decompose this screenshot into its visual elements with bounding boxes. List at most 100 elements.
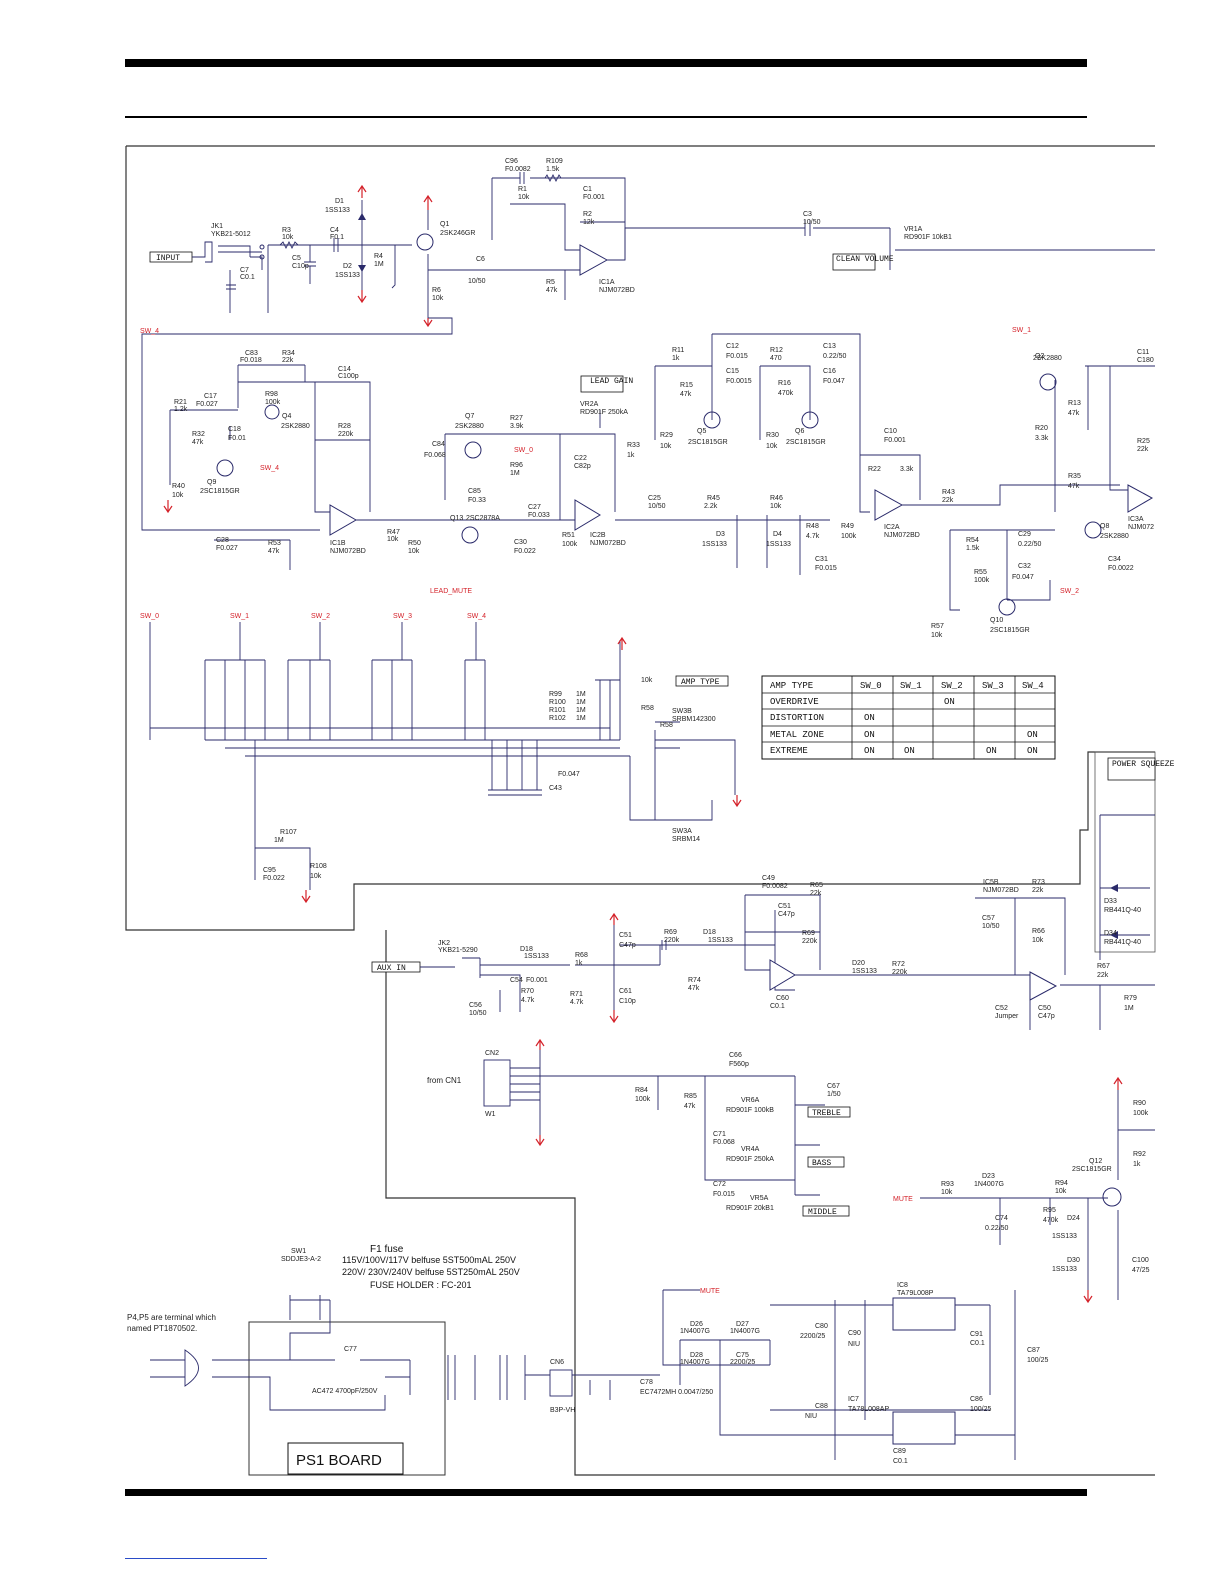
ic8-regulator — [892, 1411, 956, 1445]
svg-text:47k: 47k — [1068, 410, 1080, 417]
svg-text:1N4007G: 1N4007G — [680, 1328, 710, 1335]
svg-text:100k: 100k — [974, 577, 990, 584]
svg-text:22k: 22k — [942, 497, 954, 504]
fuse-line-2: 220V/ 230V/240V belfuse 5ST250mAL 250V — [342, 1267, 520, 1277]
svg-text:3.3k: 3.3k — [1035, 435, 1049, 442]
svg-text:RD901F 250kA: RD901F 250kA — [726, 1156, 774, 1163]
footer-link-underline[interactable] — [125, 1558, 267, 1559]
svg-text:22k: 22k — [282, 357, 294, 364]
svg-text:R94: R94 — [1055, 1180, 1068, 1187]
svg-text:C77: C77 — [344, 1346, 357, 1353]
svg-text:1M: 1M — [510, 470, 520, 477]
ic1a-opamp — [579, 244, 609, 276]
svg-text:C84: C84 — [432, 441, 445, 448]
svg-text:C14: C14 — [338, 366, 351, 373]
svg-text:1k: 1k — [575, 960, 583, 967]
svg-text:C18: C18 — [228, 426, 241, 433]
svg-text:R33: R33 — [627, 442, 640, 449]
svg-text:D28: D28 — [690, 1352, 703, 1359]
power-squeeze-area: POWER SQUEEZE D33 RB441Q-40 D34 RB441Q-4… — [1094, 751, 1175, 960]
svg-text:47k: 47k — [192, 439, 204, 446]
bottom-thick-rule — [125, 1489, 1087, 1496]
svg-text:R45: R45 — [707, 495, 720, 502]
table-cell: METAL ZONE — [770, 730, 824, 740]
svg-text:10k: 10k — [941, 1189, 953, 1196]
svg-text:1N4007G: 1N4007G — [730, 1328, 760, 1335]
svg-text:R108: R108 — [310, 863, 327, 870]
svg-text:D24: D24 — [1067, 1215, 1080, 1222]
svg-text:SW_1: SW_1 — [1012, 327, 1031, 334]
svg-text:10k: 10k — [931, 632, 943, 639]
table-header-sw1: SW_1 — [900, 681, 922, 691]
svg-text:10/50: 10/50 — [468, 278, 486, 285]
svg-text:F0.027: F0.027 — [216, 545, 238, 552]
svg-text:2.2k: 2.2k — [704, 503, 718, 510]
svg-text:47k: 47k — [546, 287, 558, 294]
svg-text:C0.1: C0.1 — [970, 1340, 985, 1347]
svg-text:NJM072BD: NJM072BD — [330, 548, 366, 555]
svg-text:D33: D33 — [1104, 898, 1117, 905]
svg-text:10k: 10k — [1032, 937, 1044, 944]
svg-text:1M: 1M — [576, 707, 586, 714]
svg-text:R53: R53 — [268, 540, 281, 547]
svg-text:C87: C87 — [1027, 1347, 1040, 1354]
svg-text:R43: R43 — [942, 489, 955, 496]
svg-text:F0.047: F0.047 — [558, 771, 580, 778]
table-cell: ON — [864, 746, 875, 756]
svg-text:C10p: C10p — [292, 263, 309, 270]
svg-text:R30: R30 — [766, 432, 779, 439]
svg-text:R27: R27 — [510, 415, 523, 422]
svg-text:D34: D34 — [1104, 930, 1117, 937]
fuse-line-1: 115V/100V/117V belfuse 5ST500mAL 250V — [342, 1255, 516, 1265]
svg-text:1M: 1M — [576, 715, 586, 722]
svg-text:C13: C13 — [823, 343, 836, 350]
svg-text:D18: D18 — [703, 929, 716, 936]
terminal-note-2: named PT1870502. — [127, 1324, 197, 1333]
svg-text:100k: 100k — [1133, 1110, 1149, 1117]
svg-text:22k: 22k — [1137, 446, 1149, 453]
tone-stack: from CN1 CN2 W1 C66 F560p R84 100k R85 4… — [427, 1038, 851, 1217]
svg-text:R58: R58 — [641, 705, 654, 712]
svg-text:NJM072BD: NJM072BD — [599, 287, 635, 294]
svg-text:C86: C86 — [970, 1396, 983, 1403]
svg-text:YKB21-5290: YKB21-5290 — [438, 947, 478, 954]
svg-text:2SK2880: 2SK2880 — [281, 423, 310, 430]
svg-text:2200/25: 2200/25 — [730, 1359, 755, 1366]
svg-text:Q10: Q10 — [990, 617, 1003, 624]
svg-text:Q12: Q12 — [1089, 1158, 1102, 1165]
svg-text:IC1B: IC1B — [330, 540, 346, 547]
svg-text:R93: R93 — [941, 1181, 954, 1188]
svg-text:F0.015: F0.015 — [815, 565, 837, 572]
svg-text:F560p: F560p — [729, 1061, 749, 1068]
svg-text:VR5A: VR5A — [750, 1195, 769, 1202]
svg-text:F0.001: F0.001 — [526, 977, 548, 984]
lead-tone-network: R11 1k C12 F0.015 C15 F0.0015 R15 47k Q5… — [260, 327, 1155, 639]
svg-text:F0.015: F0.015 — [726, 353, 748, 360]
svg-text:RD901F 250kA: RD901F 250kA — [580, 409, 628, 416]
ic5b-opamp — [769, 959, 796, 991]
svg-text:1SS133: 1SS133 — [702, 541, 727, 548]
svg-text:MUTE: MUTE — [893, 1196, 913, 1203]
svg-text:C0.1: C0.1 — [893, 1458, 908, 1465]
svg-text:220k: 220k — [892, 969, 908, 976]
svg-text:R35: R35 — [1068, 473, 1081, 480]
svg-text:RD901F 20kB1: RD901F 20kB1 — [726, 1205, 774, 1212]
svg-text:R95: R95 — [1043, 1207, 1056, 1214]
svg-text:1M: 1M — [274, 837, 284, 844]
svg-text:C85: C85 — [468, 488, 481, 495]
svg-text:1.5k: 1.5k — [966, 545, 980, 552]
ic5a-opamp — [1029, 971, 1058, 1001]
svg-text:VR4A: VR4A — [741, 1146, 760, 1153]
svg-text:10/50: 10/50 — [648, 503, 666, 510]
svg-text:100k: 100k — [635, 1096, 651, 1103]
svg-text:1/50: 1/50 — [827, 1091, 841, 1098]
ps1-board-outline — [248, 1321, 446, 1476]
svg-text:NIU: NIU — [805, 1413, 817, 1420]
svg-text:10k: 10k — [518, 194, 530, 201]
svg-text:C82p: C82p — [574, 463, 591, 470]
svg-text:10k: 10k — [660, 443, 672, 450]
svg-text:C12: C12 — [726, 343, 739, 350]
svg-text:0.22/50: 0.22/50 — [823, 353, 846, 360]
svg-text:1.2k: 1.2k — [174, 406, 188, 413]
svg-text:R79: R79 — [1124, 995, 1137, 1002]
